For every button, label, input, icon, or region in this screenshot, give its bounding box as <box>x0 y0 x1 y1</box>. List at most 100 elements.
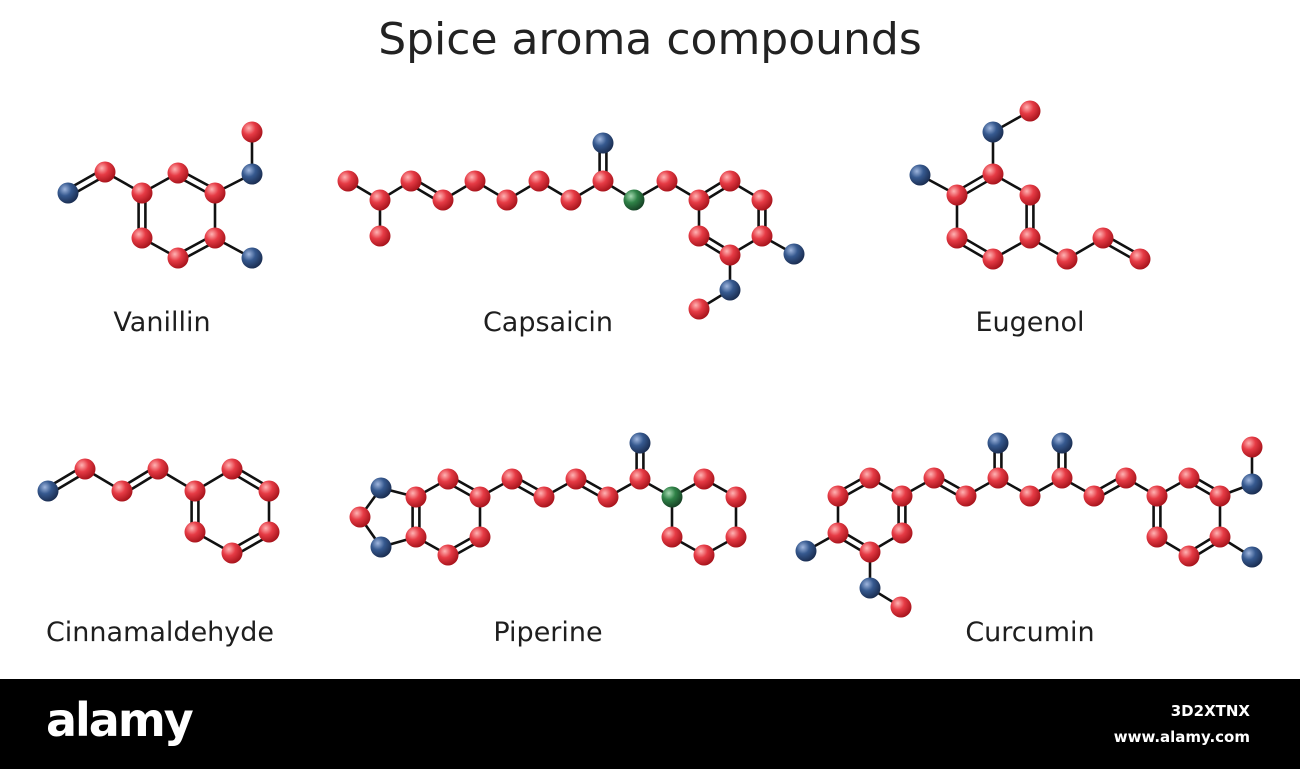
vanillin-carbon-atom <box>167 247 189 269</box>
vanillin-oxygen-atom <box>241 247 263 269</box>
vanillin-oxygen-atom <box>241 163 263 185</box>
piperine-oxygen-atom <box>370 477 392 499</box>
cinnamaldehyde-carbon-atom <box>258 480 280 502</box>
capsaicin-nitrogen-atom <box>623 189 645 211</box>
image-id: 3D2XTNX <box>1170 702 1250 720</box>
curcumin-carbon-atom <box>891 485 913 507</box>
eugenol-carbon-atom <box>982 248 1004 270</box>
curcumin-oxygen-atom <box>795 540 817 562</box>
curcumin-oxygen-atom <box>859 577 881 599</box>
piperine-oxygen-atom <box>370 536 392 558</box>
piperine-carbon-atom <box>469 526 491 548</box>
capsaicin-carbon-atom <box>369 225 391 247</box>
capsaicin-carbon-atom <box>751 225 773 247</box>
curcumin-carbon-atom <box>1178 467 1200 489</box>
curcumin-carbon-atom <box>1146 485 1168 507</box>
piperine-carbon-atom <box>533 486 555 508</box>
curcumin-carbon-atom <box>1209 485 1231 507</box>
capsaicin-carbon-atom <box>337 170 359 192</box>
curcumin-oxygen-atom <box>1051 432 1073 454</box>
compound-label-cinnamaldehyde: Cinnamaldehyde <box>45 617 275 648</box>
piperine-carbon-atom <box>501 468 523 490</box>
piperine-carbon-atom <box>661 526 683 548</box>
curcumin-carbon-atom <box>859 541 881 563</box>
capsaicin-oxygen-atom <box>592 132 614 154</box>
compound-label-curcumin: Curcumin <box>965 617 1095 648</box>
eugenol-oxygen-atom <box>909 164 931 186</box>
curcumin-oxygen-atom <box>1241 473 1263 495</box>
eugenol-carbon-atom <box>1129 248 1151 270</box>
eugenol-oxygen-atom <box>982 121 1004 143</box>
vanillin-carbon-atom <box>241 121 263 143</box>
curcumin-oxygen-atom <box>987 432 1009 454</box>
piperine-carbon-atom <box>469 486 491 508</box>
capsaicin-carbon-atom <box>592 170 614 192</box>
vanillin-carbon-atom <box>204 227 226 249</box>
curcumin-carbon-atom <box>890 596 912 618</box>
alamy-logo: alamy <box>46 693 194 747</box>
capsaicin-oxygen-atom <box>783 243 805 265</box>
eugenol-carbon-atom <box>1092 227 1114 249</box>
capsaicin-carbon-atom <box>369 189 391 211</box>
molecule-diagrams <box>37 100 1263 618</box>
capsaicin-carbon-atom <box>751 189 773 211</box>
capsaicin-carbon-atom <box>656 170 678 192</box>
compound-label-vanillin: Vanillin <box>113 307 211 338</box>
cinnamaldehyde-carbon-atom <box>221 542 243 564</box>
eugenol-carbon-atom <box>982 163 1004 185</box>
piperine-carbon-atom <box>725 526 747 548</box>
compound-label-eugenol: Eugenol <box>975 307 1085 338</box>
piperine-carbon-atom <box>349 506 371 528</box>
cinnamaldehyde-carbon-atom <box>74 458 96 480</box>
cinnamaldehyde-carbon-atom <box>221 458 243 480</box>
curcumin-oxygen-atom <box>1241 546 1263 568</box>
curcumin-carbon-atom <box>987 467 1009 489</box>
piperine-carbon-atom <box>693 544 715 566</box>
site-url: www.alamy.com <box>1113 728 1250 746</box>
capsaicin-carbon-atom <box>496 189 518 211</box>
vanillin-carbon-atom <box>131 227 153 249</box>
curcumin-carbon-atom <box>1019 485 1041 507</box>
cinnamaldehyde-carbon-atom <box>147 458 169 480</box>
piperine-carbon-atom <box>725 486 747 508</box>
capsaicin-carbon-atom <box>560 189 582 211</box>
capsaicin-carbon-atom <box>400 170 422 192</box>
piperine-oxygen-atom <box>629 432 651 454</box>
curcumin-carbon-atom <box>1115 467 1137 489</box>
curcumin-carbon-atom <box>1209 526 1231 548</box>
piperine-carbon-atom <box>629 468 651 490</box>
capsaicin-carbon-atom <box>528 170 550 192</box>
eugenol-carbon-atom <box>1056 248 1078 270</box>
curcumin-carbon-atom <box>1178 545 1200 567</box>
piperine-carbon-atom <box>597 486 619 508</box>
eugenol-carbon-atom <box>946 184 968 206</box>
eugenol-carbon-atom <box>1019 227 1041 249</box>
curcumin-carbon-atom <box>891 522 913 544</box>
page-title: Spice aroma compounds <box>378 14 922 65</box>
vanillin-carbon-atom <box>204 182 226 204</box>
compound-label-piperine: Piperine <box>493 617 603 648</box>
compound-label-capsaicin: Capsaicin <box>482 307 614 338</box>
curcumin-carbon-atom <box>859 467 881 489</box>
curcumin-carbon-atom <box>1083 485 1105 507</box>
eugenol-carbon-atom <box>1019 184 1041 206</box>
curcumin-carbon-atom <box>923 467 945 489</box>
cinnamaldehyde-carbon-atom <box>111 480 133 502</box>
vanillin-carbon-atom <box>94 161 116 183</box>
piperine-carbon-atom <box>437 544 459 566</box>
eugenol-carbon-atom <box>1019 100 1041 122</box>
curcumin-carbon-atom <box>827 485 849 507</box>
vanillin-carbon-atom <box>167 162 189 184</box>
capsaicin-carbon-atom <box>688 189 710 211</box>
capsaicin-oxygen-atom <box>719 279 741 301</box>
watermark-bar: alamy 3D2XTNX www.alamy.com <box>0 679 1300 769</box>
curcumin-carbon-atom <box>1241 436 1263 458</box>
cinnamaldehyde-carbon-atom <box>258 521 280 543</box>
curcumin-carbon-atom <box>955 485 977 507</box>
piperine-carbon-atom <box>405 486 427 508</box>
capsaicin-carbon-atom <box>464 170 486 192</box>
cinnamaldehyde-carbon-atom <box>184 480 206 502</box>
capsaicin-carbon-atom <box>688 225 710 247</box>
capsaicin-carbon-atom <box>719 170 741 192</box>
capsaicin-carbon-atom <box>432 189 454 211</box>
